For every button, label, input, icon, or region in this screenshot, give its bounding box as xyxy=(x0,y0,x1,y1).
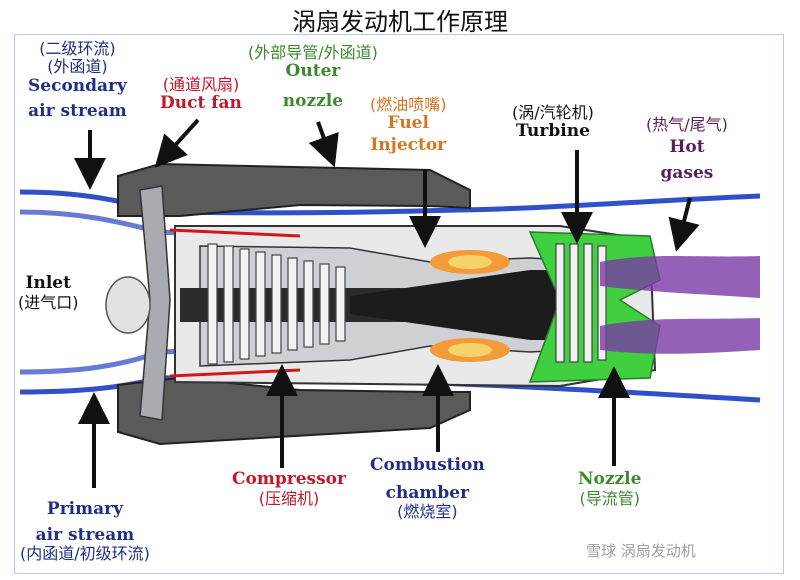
hot-gases-exhaust xyxy=(600,256,760,354)
leader-lines xyxy=(74,118,700,488)
diagram-frame xyxy=(14,34,784,574)
secondary-air-stream-label: (二级环流) (外函道) Secondary air stream xyxy=(28,39,127,122)
diagram-title: 涡扇发动机工作原理 xyxy=(292,8,508,36)
duct-fan-label: (通道风扇) Duct fan xyxy=(160,75,242,114)
combustion-chamber-label: Combustion chamber (燃烧室) xyxy=(370,455,485,522)
primary-air-stream-label: Primary air stream (内函道/初级环流) xyxy=(20,499,150,564)
combustion-flames xyxy=(430,250,510,362)
fuel-injector-label: (燃油喷嘴) Fuel Injector xyxy=(370,95,447,155)
duct-fan-accent-top xyxy=(169,228,301,238)
watermark: 雪球 涡扇发动机 xyxy=(586,542,696,560)
compressor-label: Compressor (压缩机) xyxy=(232,469,346,508)
turbine-stages xyxy=(555,243,607,363)
turbine-label: (涡/汽轮机) Turbine xyxy=(512,103,594,142)
spinner-cone xyxy=(105,276,151,334)
inlet-label: Inlet (进气口) xyxy=(18,273,79,312)
outer-nozzle-label: (外部导管/外函道) Outer nozzle xyxy=(248,43,378,111)
hot-gases-label: (热气/尾气) Hot gases xyxy=(646,115,728,183)
nozzle-label: Nozzle (导流管) xyxy=(578,469,642,508)
compressor-stages xyxy=(207,243,346,365)
fan xyxy=(105,185,171,421)
outer-nacelle xyxy=(117,162,471,446)
